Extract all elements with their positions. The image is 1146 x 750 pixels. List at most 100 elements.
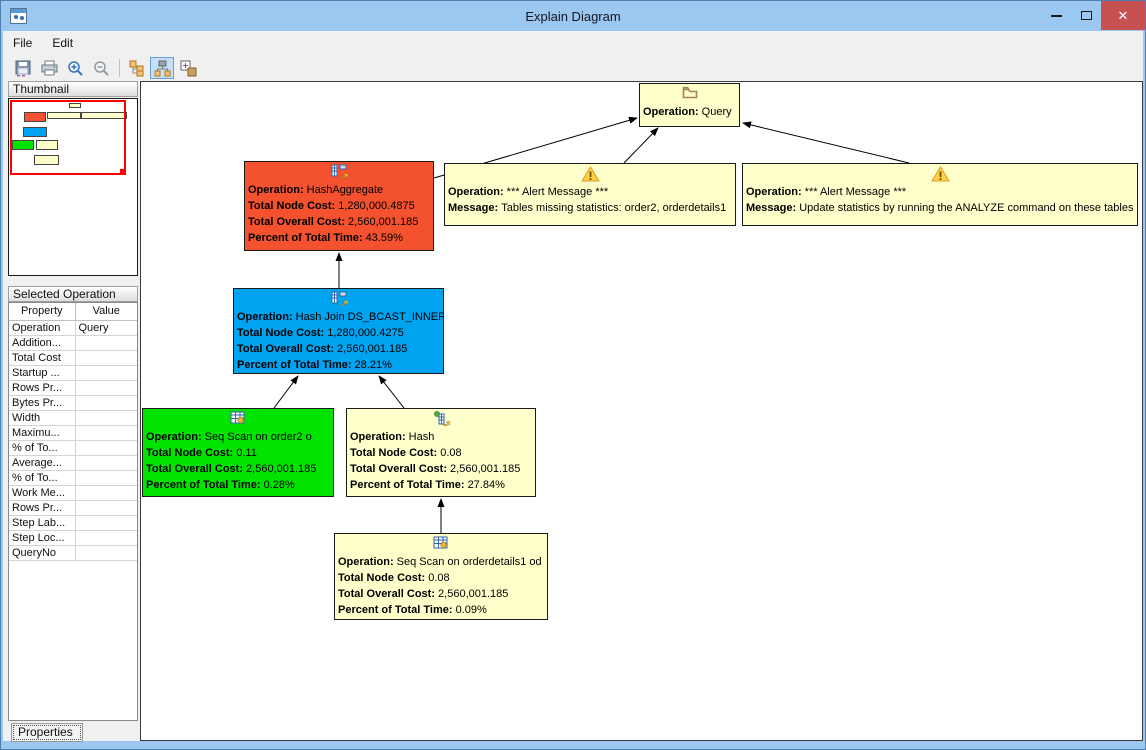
property-name: Rows Pr...: [9, 380, 76, 396]
property-name: % of To...: [9, 470, 76, 486]
property-value: [75, 335, 137, 351]
node-text-line: Percent of Total Time: 27.84%: [350, 479, 505, 491]
toolbar-separator: [119, 59, 120, 77]
node-text-line: Total Overall Cost: 2,560,001.185: [237, 343, 408, 355]
property-name: Average...: [9, 455, 76, 471]
property-row[interactable]: Addition...: [9, 335, 137, 351]
maximize-icon: [1080, 11, 1092, 20]
save-button[interactable]: [11, 57, 35, 79]
property-row[interactable]: QueryNo: [9, 545, 137, 561]
property-value: Query: [75, 320, 137, 336]
property-value: [75, 485, 137, 501]
thumbnail-node-hashaggregate: [24, 112, 46, 122]
node-text-line: Operation: *** Alert Message ***: [448, 186, 609, 198]
thumbnail-panel-header: Thumbnail: [8, 81, 138, 97]
menu-file[interactable]: File: [13, 36, 33, 50]
node-text-line: Operation: Hash: [350, 431, 435, 443]
edge-alert-2-to-query: [742, 121, 910, 164]
property-row[interactable]: % of To...: [9, 440, 137, 456]
node-text-line: Total Overall Cost: 2,560,001.185: [248, 216, 419, 228]
close-button[interactable]: ✕: [1101, 1, 1145, 30]
thumbnail-panel[interactable]: [8, 98, 138, 276]
column-header-property[interactable]: Property: [9, 303, 76, 321]
warning-icon: [743, 166, 1137, 184]
property-name: Rows Pr...: [9, 500, 76, 516]
property-row[interactable]: Bytes Pr...: [9, 395, 137, 411]
property-name: % of To...: [9, 440, 76, 456]
property-row[interactable]: Total Cost: [9, 350, 137, 366]
property-name: Width: [9, 410, 76, 426]
property-value: [75, 470, 137, 486]
property-row[interactable]: Average...: [9, 455, 137, 471]
property-value: [75, 410, 137, 426]
property-row[interactable]: Step Lab...: [9, 515, 137, 531]
edge-seqscan-order2-to-hash-join: [273, 375, 299, 409]
column-header-value[interactable]: Value: [75, 303, 137, 321]
property-value: [75, 515, 137, 531]
tree-layout-button[interactable]: [124, 57, 148, 79]
property-row[interactable]: Rows Pr...: [9, 380, 137, 396]
titlebar[interactable]: Explain Diagram ✕: [1, 1, 1145, 31]
plan-node-alert-1[interactable]: Operation: *** Alert Message ***Message:…: [444, 163, 736, 226]
org-chart-layout-button[interactable]: [150, 57, 174, 79]
table-scan-icon: [335, 536, 547, 554]
property-row[interactable]: Step Loc...: [9, 530, 137, 546]
node-text-line: Operation: HashAggregate: [248, 184, 384, 196]
print-button[interactable]: [37, 57, 61, 79]
hash-join-icon: [234, 291, 443, 309]
property-name: QueryNo: [9, 545, 76, 561]
app-window-icon: [10, 8, 27, 24]
property-name: Bytes Pr...: [9, 395, 76, 411]
property-name: Operation: [9, 320, 76, 336]
toolbar: [3, 55, 1143, 81]
node-text-line: Total Node Cost: 0.08: [350, 447, 462, 459]
selected-operation-header: Selected Operation: [8, 286, 138, 302]
property-row[interactable]: Rows Pr...: [9, 500, 137, 516]
minimize-button[interactable]: [1041, 1, 1071, 30]
node-text-line: Percent of Total Time: 0.28%: [146, 479, 295, 491]
menu-edit[interactable]: Edit: [52, 36, 74, 50]
node-text-line: Total Overall Cost: 2,560,001.185: [146, 463, 317, 475]
minimize-icon: [1050, 14, 1062, 17]
property-row[interactable]: Maximu...: [9, 425, 137, 441]
property-row[interactable]: Width: [9, 410, 137, 426]
property-row[interactable]: Work Me...: [9, 485, 137, 501]
thumbnail-viewport-handle[interactable]: [120, 169, 126, 175]
thumbnail-node-alert-2: [81, 112, 127, 119]
zoom-out-icon: [93, 60, 109, 76]
property-name: Work Me...: [9, 485, 76, 501]
thumbnail-viewport[interactable]: [10, 100, 126, 175]
sidebar-tab-row: Properties: [8, 721, 138, 742]
property-row[interactable]: % of To...: [9, 470, 137, 486]
window-title: Explain Diagram: [525, 8, 621, 24]
zoom-out-button[interactable]: [89, 57, 113, 79]
node-text-line: Percent of Total Time: 28.21%: [237, 359, 392, 371]
plan-node-query[interactable]: Operation: Query: [639, 83, 740, 127]
node-text-line: Operation: Hash Join DS_BCAST_INNER: [237, 311, 443, 323]
selected-operation-panel: Selected Operation Property Value Operat…: [8, 286, 138, 721]
tab-properties[interactable]: Properties: [11, 722, 83, 742]
thumbnail-node-query: [69, 103, 81, 108]
node-text-line: Total Node Cost: 0.08: [338, 572, 450, 584]
property-value: [75, 545, 137, 561]
zoom-in-button[interactable]: [63, 57, 87, 79]
property-name: Startup ...: [9, 365, 76, 381]
property-name: Step Lab...: [9, 515, 76, 531]
save-icon: [15, 60, 30, 76]
overview-window-button[interactable]: [176, 57, 200, 79]
maximize-button[interactable]: [1071, 1, 1101, 30]
plan-node-hash-join[interactable]: Operation: Hash Join DS_BCAST_INNER Total…: [233, 288, 444, 374]
property-name: Addition...: [9, 335, 76, 351]
property-value: [75, 455, 137, 471]
node-text-line: Total Overall Cost: 2,560,001.185: [338, 588, 509, 600]
property-row[interactable]: Startup ...: [9, 365, 137, 381]
plan-node-alert-2[interactable]: Operation: *** Alert Message ***Message:…: [742, 163, 1138, 226]
property-value: [75, 425, 137, 441]
